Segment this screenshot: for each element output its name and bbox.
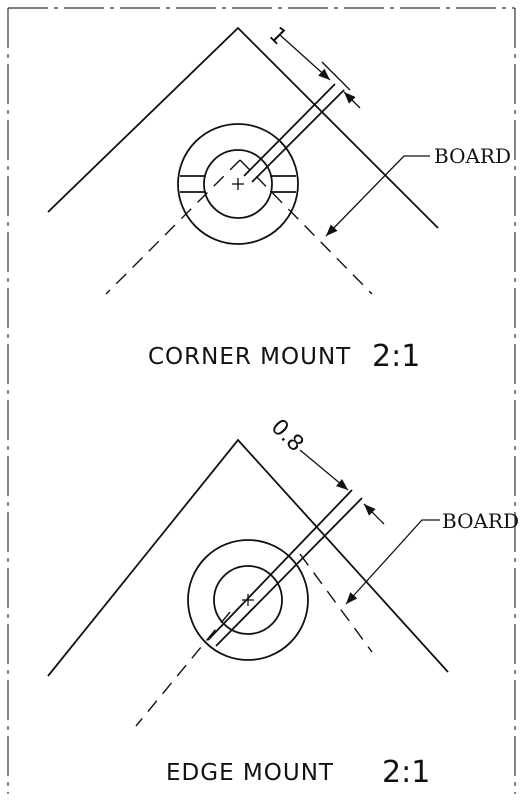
corner-mount-view xyxy=(47,26,439,295)
mount-outer-circle xyxy=(177,123,299,245)
corner-dimension-value: 1 xyxy=(264,23,292,51)
edge-mount-title: EDGE MOUNT xyxy=(166,760,334,786)
corner-mount-title: CORNER MOUNT xyxy=(148,344,351,370)
hidden-line-left xyxy=(105,159,241,295)
edge-dimension-value: 0.8 xyxy=(266,415,308,457)
edge-board-callout: BOARD xyxy=(442,509,519,533)
hidden-line-right xyxy=(239,159,373,295)
edge-outer-circle xyxy=(187,539,309,661)
corner-board-callout: BOARD xyxy=(434,144,511,168)
sheet-border xyxy=(7,7,516,794)
edge-outline xyxy=(47,438,449,677)
hidden-line-lower xyxy=(135,611,231,727)
corner-mount-scale: 2:1 xyxy=(372,339,420,374)
corner-outline xyxy=(47,26,439,229)
edge-mount-scale: 2:1 xyxy=(382,755,430,790)
mount-inner-circle xyxy=(203,149,273,219)
edge-mount-view xyxy=(47,438,449,727)
hidden-line-right xyxy=(299,553,373,653)
edge-inner-circle xyxy=(213,565,283,635)
